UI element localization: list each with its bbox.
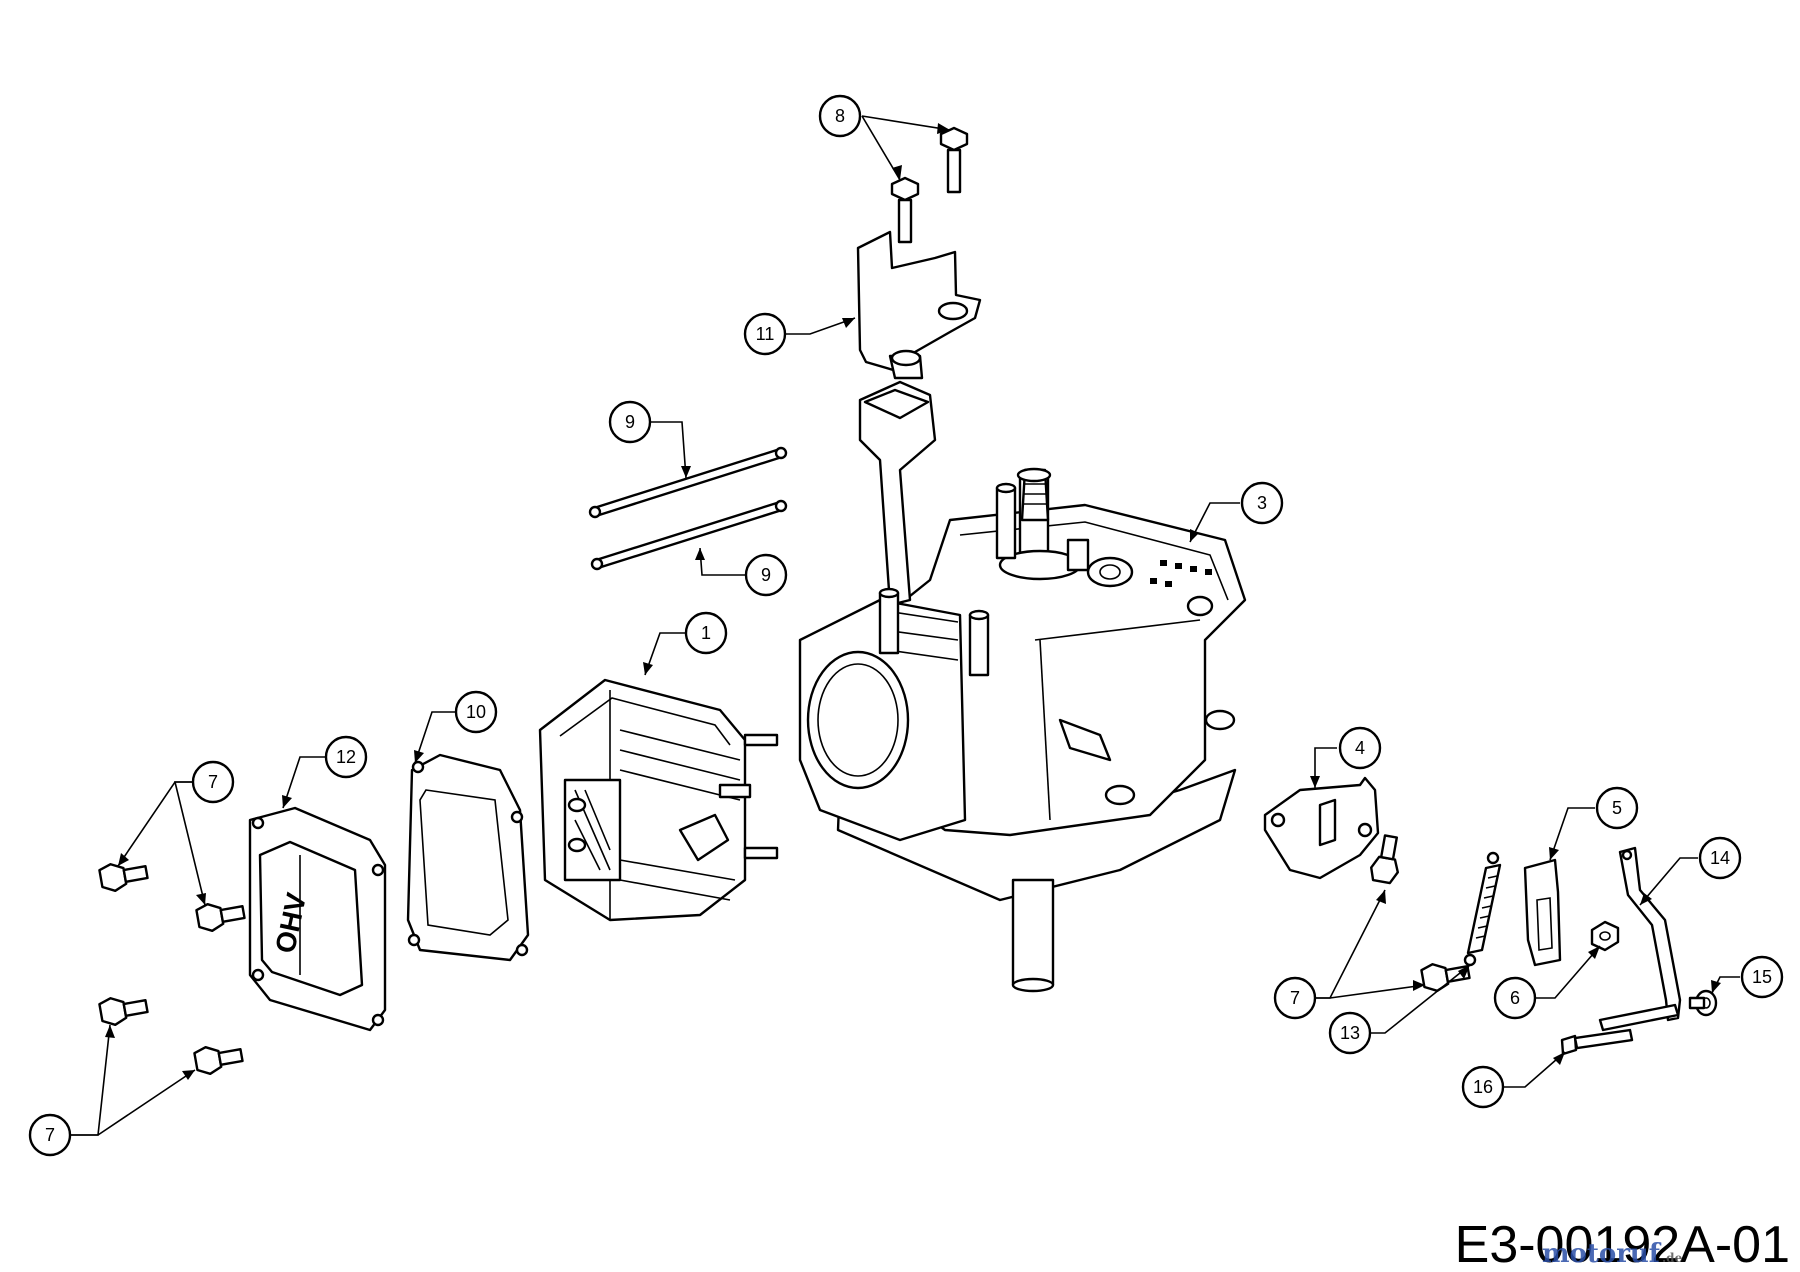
- svg-text:14: 14: [1710, 848, 1730, 868]
- svg-text:16: 16: [1473, 1077, 1493, 1097]
- governor-lever-14: [1598, 846, 1682, 1032]
- cylinder-head-1: [538, 678, 779, 922]
- callout-7-lower-left: 7: [28, 1113, 72, 1157]
- svg-text:10: 10: [466, 702, 486, 722]
- callout-6: 6: [1493, 976, 1537, 1020]
- callout-1: 1: [684, 611, 728, 655]
- svg-text:9: 9: [761, 565, 771, 585]
- callout-3: 3: [1240, 481, 1284, 525]
- callout-8: 8: [818, 94, 862, 138]
- callout-7-right: 7: [1273, 976, 1317, 1020]
- callout-14: 14: [1698, 836, 1742, 880]
- callout-16: 16: [1461, 1065, 1505, 1109]
- baffle-plate-11: [856, 230, 982, 380]
- watermark: motoruf .de: [1542, 1239, 1683, 1269]
- callout-5: 5: [1595, 786, 1639, 830]
- svg-text:5: 5: [1612, 798, 1622, 818]
- callout-9-upper: 9: [608, 400, 652, 444]
- bolts-7: [98, 834, 1471, 1076]
- push-rods-9: [588, 446, 788, 571]
- svg-text:11: 11: [756, 324, 775, 344]
- watermark-text: motoruf: [1542, 1239, 1662, 1269]
- svg-text:1: 1: [701, 623, 711, 643]
- callout-4: 4: [1338, 726, 1382, 770]
- callout-9-lower: 9: [744, 553, 788, 597]
- clip-5: [1523, 858, 1562, 967]
- watermark-suffix: .de: [1662, 1251, 1683, 1265]
- callout-15: 15: [1740, 955, 1784, 999]
- nut-6: [1590, 920, 1620, 952]
- svg-text:7: 7: [208, 772, 218, 792]
- svg-text:4: 4: [1355, 738, 1365, 758]
- callout-12: 12: [324, 735, 368, 779]
- svg-text:9: 9: [625, 412, 635, 432]
- bracket-plate-4: [1263, 776, 1380, 880]
- svg-text:7: 7: [45, 1125, 55, 1145]
- bolt-pair-8: [890, 126, 969, 244]
- svg-text:3: 3: [1257, 493, 1267, 513]
- engine-block-3: [798, 380, 1247, 993]
- callout-11: 11: [743, 312, 787, 356]
- shaft-pin-16: [1560, 1028, 1634, 1056]
- svg-text:13: 13: [1340, 1023, 1360, 1043]
- callout-7-upper-left: 7: [191, 760, 235, 804]
- svg-text:12: 12: [336, 747, 356, 767]
- valve-cover-12: OHV: [248, 806, 387, 1032]
- washer-15: [1688, 989, 1718, 1017]
- svg-text:6: 6: [1510, 988, 1520, 1008]
- svg-text:7: 7: [1290, 988, 1300, 1008]
- svg-text:8: 8: [835, 106, 845, 126]
- callout-13: 13: [1328, 1011, 1372, 1055]
- spring-13: [1463, 851, 1502, 967]
- svg-text:15: 15: [1752, 967, 1772, 987]
- head-gasket-10: [406, 753, 530, 962]
- leader-arrowheads: [105, 123, 1721, 1080]
- callout-10: 10: [454, 690, 498, 734]
- drawing-code: E3-00192A-01: [1455, 1216, 1790, 1272]
